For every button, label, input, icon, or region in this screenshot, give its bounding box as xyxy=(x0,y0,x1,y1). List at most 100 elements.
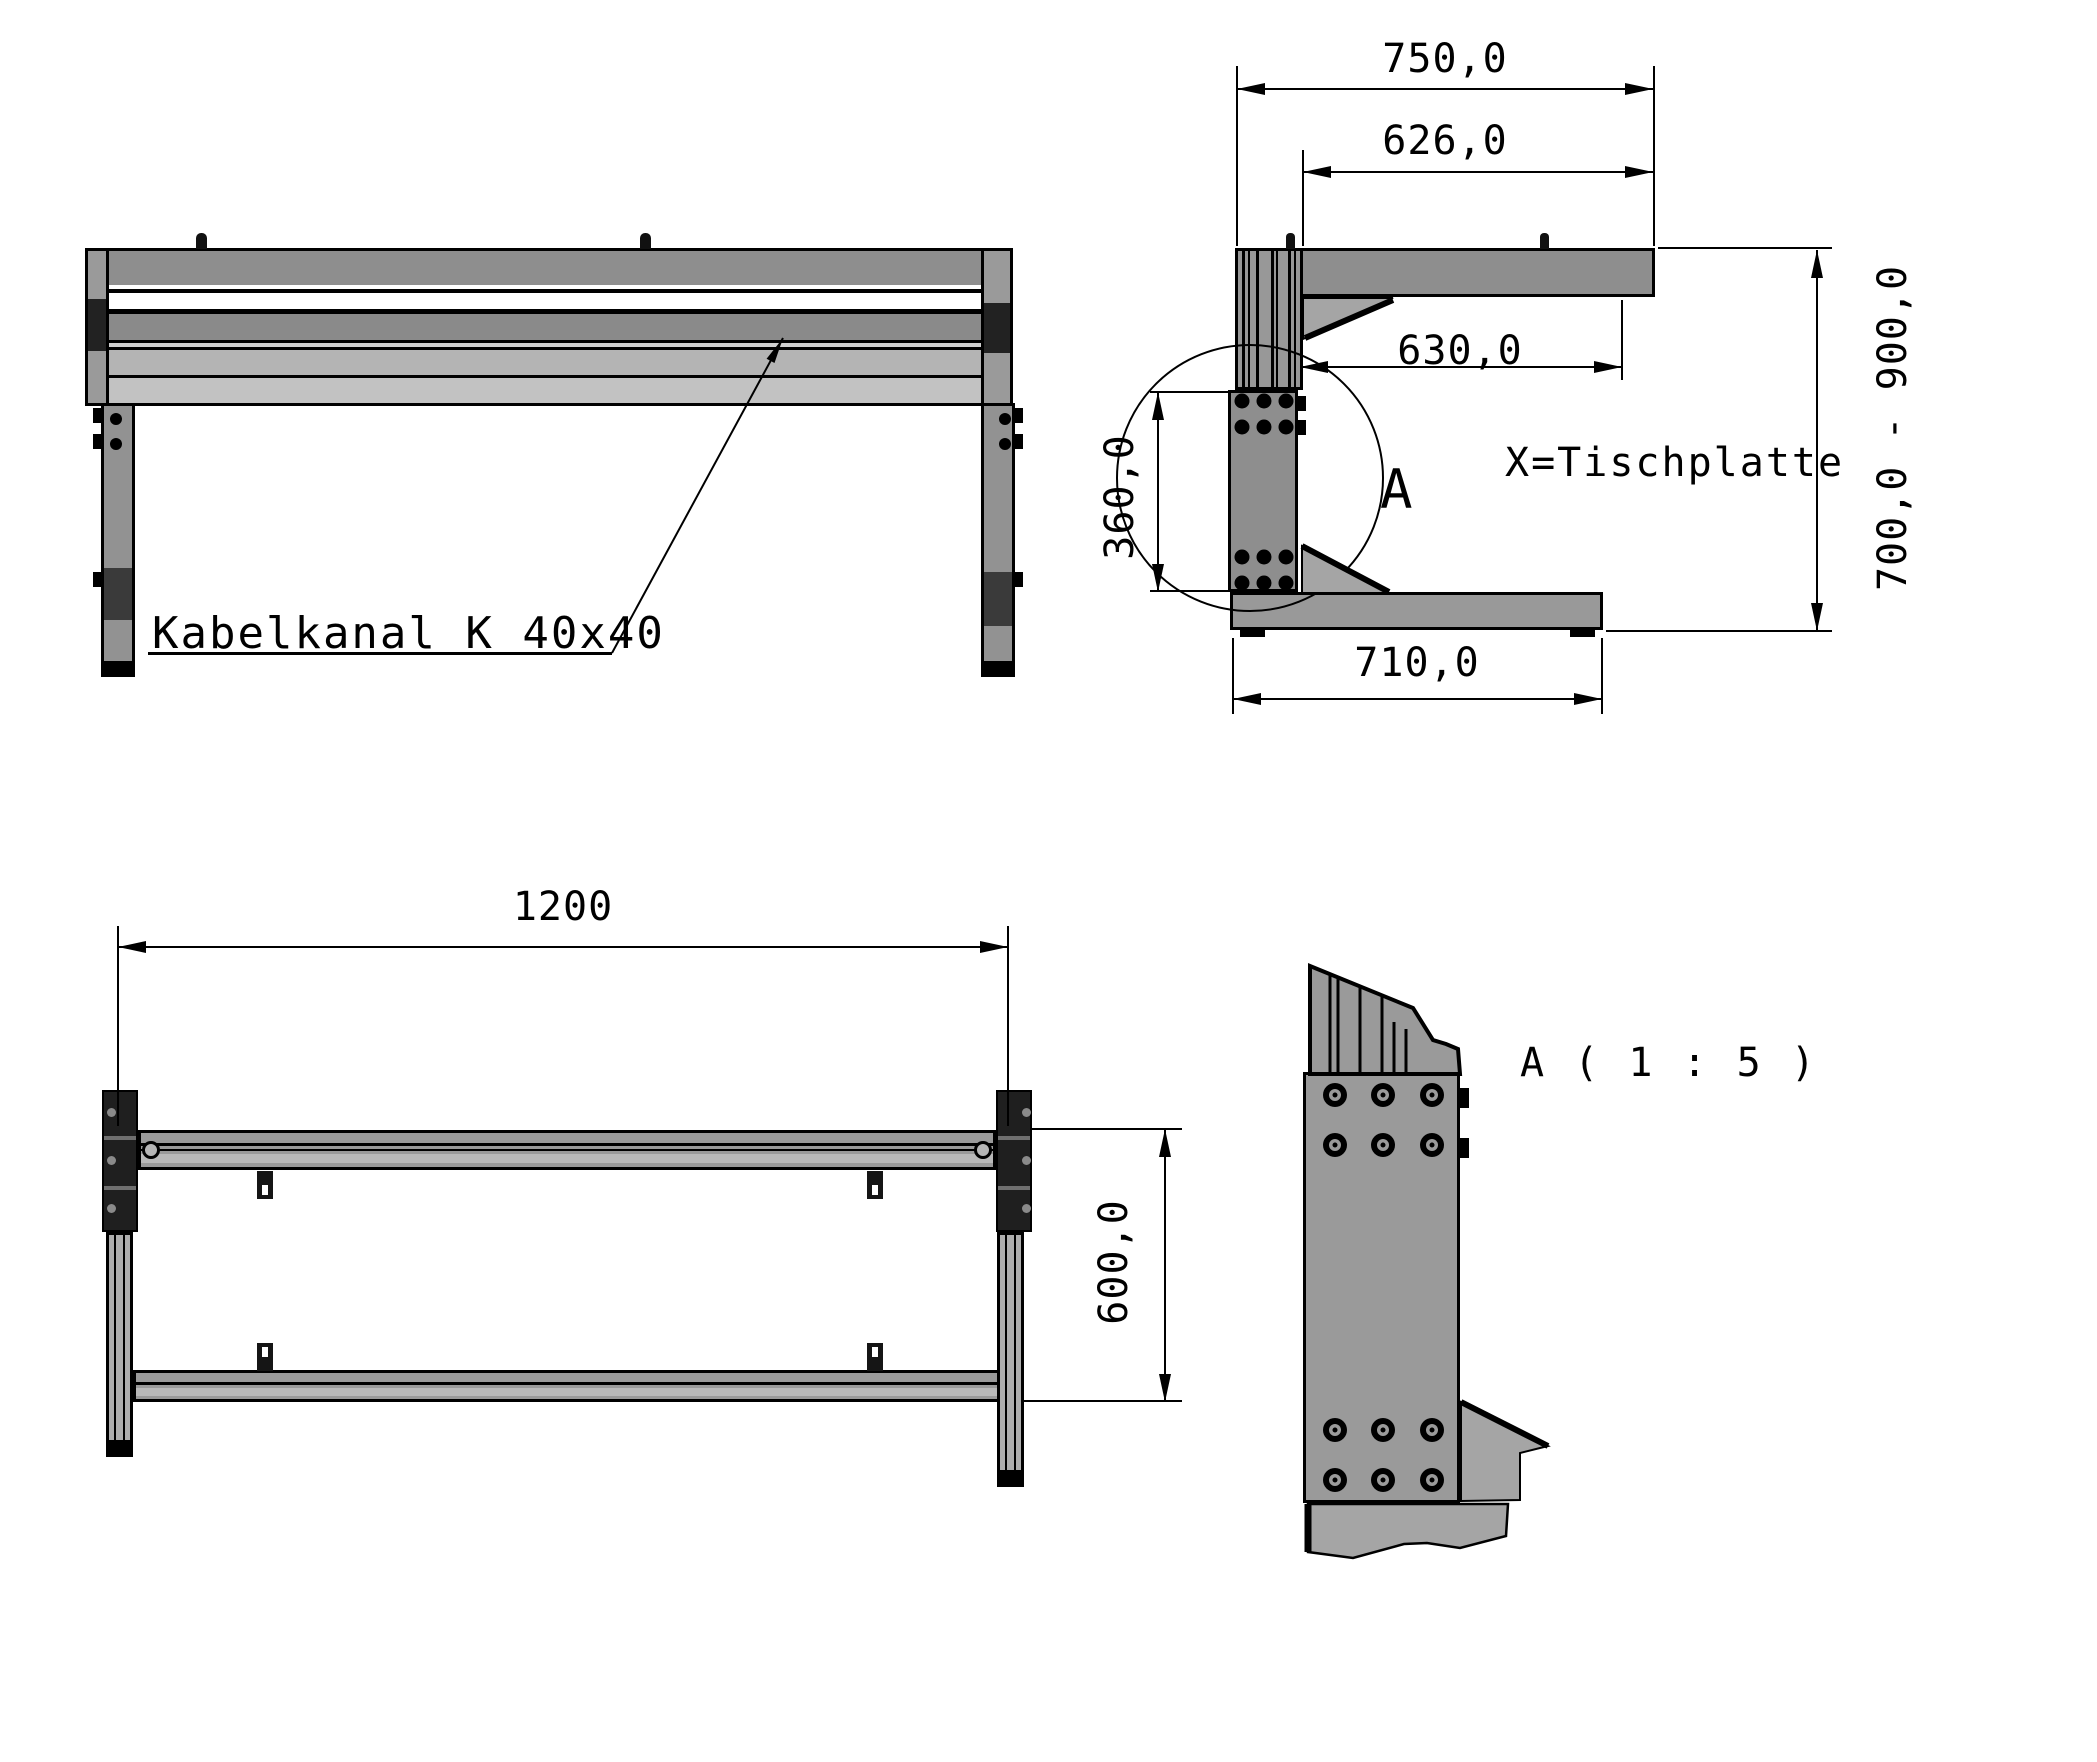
arrowhead-left xyxy=(1303,166,1331,178)
connector-dot xyxy=(1022,1156,1031,1165)
rail-groove xyxy=(141,1149,993,1151)
rail-clip xyxy=(257,1343,273,1371)
connector-separator xyxy=(104,1186,136,1190)
arrowhead-up xyxy=(1811,250,1823,278)
connector-dot xyxy=(107,1204,116,1213)
rail-end-cap xyxy=(997,1473,1024,1487)
profile-groove xyxy=(1248,251,1250,387)
leg-bolt xyxy=(110,413,122,425)
detail-bracket-plate xyxy=(1303,1072,1460,1503)
rail-groove xyxy=(123,1235,125,1440)
rail-groove xyxy=(141,1143,993,1146)
dim-line xyxy=(1157,392,1159,592)
clip-slot xyxy=(872,1347,878,1357)
dim-text: 700,0 - 900,0 xyxy=(1870,264,1916,592)
rail-light-band xyxy=(141,1154,993,1163)
profile-band xyxy=(88,285,1010,289)
profile-band xyxy=(88,314,1010,340)
extension-line xyxy=(1601,638,1603,714)
rail-clip xyxy=(257,1171,273,1199)
leg-side-nub xyxy=(1014,572,1023,587)
rail-groove xyxy=(114,1235,116,1440)
leg-side-nub xyxy=(93,434,102,449)
profile-band xyxy=(88,343,1010,347)
rail-clip xyxy=(867,1171,883,1199)
front-beam-endcap-right xyxy=(981,248,1013,406)
dim-text: 360,0 xyxy=(1097,434,1143,560)
endcap-dark-block xyxy=(984,303,1010,353)
plate-side-nub xyxy=(1298,396,1306,411)
corner-connector-right xyxy=(996,1090,1032,1232)
arrowhead-down xyxy=(1159,1374,1171,1402)
plate-side-nub xyxy=(1298,420,1306,435)
plate-side-nub xyxy=(1460,1138,1469,1158)
connector-separator xyxy=(998,1136,1030,1140)
arrowhead-left xyxy=(1233,693,1261,705)
side-column xyxy=(1235,248,1303,390)
dim-foot-depth: 710,0 xyxy=(1354,640,1480,686)
kabelkanal-underline xyxy=(148,652,612,655)
profile-groove xyxy=(1294,251,1296,387)
extension-line xyxy=(1653,66,1655,246)
side-rail-left xyxy=(106,1232,133,1443)
detail-title: A ( 1 : 5 ) xyxy=(1520,1040,1818,1086)
extension-line xyxy=(1302,150,1304,246)
dim-frame-width: 1200 xyxy=(512,884,614,930)
clip-slot xyxy=(262,1347,268,1357)
kabelkanal-label: Kabelkanal K 40x40 xyxy=(152,608,665,659)
front-beam xyxy=(85,248,1013,406)
arrowhead-right xyxy=(1574,693,1602,705)
dim-bracket-height: 360,0 xyxy=(1097,434,1143,559)
corner-connector-left xyxy=(102,1090,138,1232)
leg-dark-section xyxy=(104,568,132,620)
profile-band xyxy=(88,293,1010,309)
fixing-bump xyxy=(1286,233,1295,249)
leg-foot-pad xyxy=(983,661,1013,674)
dim-total-depth: 750,0 xyxy=(1382,36,1508,82)
arrowhead-left xyxy=(118,941,146,953)
profile-band xyxy=(88,251,1010,285)
arrowhead-up xyxy=(1159,1129,1171,1157)
profile-band xyxy=(88,378,1010,403)
tischplatte-note: X=Tischplatte xyxy=(1505,440,1845,486)
detail-gusset xyxy=(1460,1400,1551,1503)
connector-separator xyxy=(104,1136,136,1140)
fixing-bump xyxy=(640,233,651,249)
leg-dark-section xyxy=(984,572,1012,626)
profile-groove xyxy=(1276,251,1278,387)
front-leg-left xyxy=(101,403,135,677)
dim-line xyxy=(118,946,1008,948)
dim-text: 600,0 xyxy=(1091,1199,1137,1325)
dim-line xyxy=(1233,698,1602,700)
clip-slot xyxy=(262,1185,268,1195)
foot-pad xyxy=(1240,628,1265,637)
profile-band xyxy=(88,309,1010,314)
detail-foot-block xyxy=(1306,1502,1510,1560)
dim-height-range: 700,0 - 900,0 xyxy=(1870,265,1916,591)
profile-band xyxy=(88,340,1010,343)
gusset-bottom xyxy=(1301,544,1390,594)
profile-band xyxy=(88,350,1010,375)
dim-line xyxy=(1300,366,1622,368)
connector-dot xyxy=(107,1156,116,1165)
dim-line xyxy=(1816,250,1818,631)
top-rail-back xyxy=(133,1370,1010,1402)
connector-dot xyxy=(1022,1204,1031,1213)
front-leg-right xyxy=(981,403,1015,677)
extension-line xyxy=(1606,630,1832,632)
top-rail-front xyxy=(138,1130,996,1170)
leg-side-nub xyxy=(1014,434,1023,449)
profile-band xyxy=(88,375,1010,378)
detail-marker-a: A xyxy=(1380,458,1413,521)
connector-dot xyxy=(1022,1108,1031,1117)
rail-end-cap xyxy=(106,1443,133,1457)
arrowhead-up xyxy=(1152,392,1164,420)
endcap-dark-block xyxy=(88,299,106,351)
extension-line xyxy=(1236,66,1238,246)
arrowhead-right xyxy=(1625,83,1653,95)
profile-band xyxy=(88,347,1010,350)
extension-line xyxy=(1024,1400,1182,1402)
extension-line xyxy=(1150,590,1228,592)
rail-groove xyxy=(1014,1235,1016,1470)
